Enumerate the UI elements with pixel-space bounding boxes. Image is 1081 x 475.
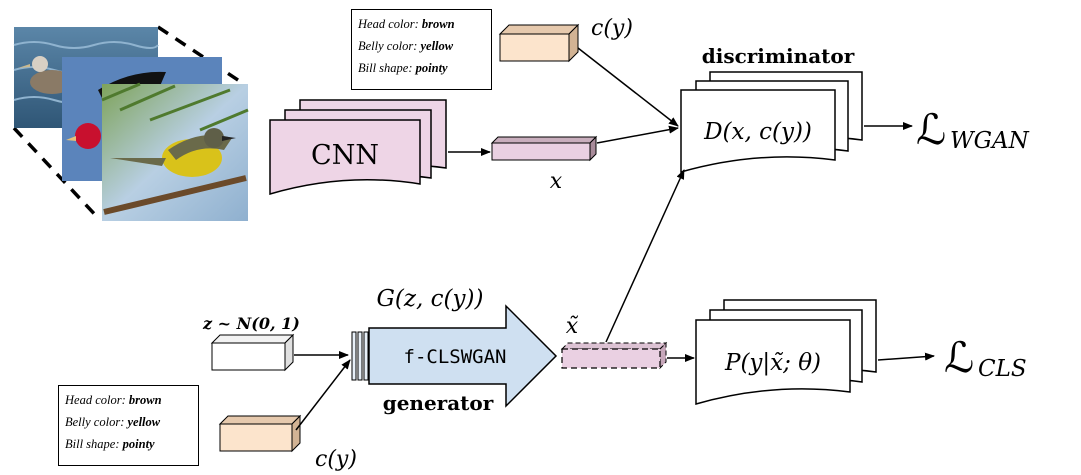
cls-loss: ℒ CLS: [944, 333, 1027, 382]
attribute-row: Head color: brown: [358, 17, 455, 31]
cy-top-label: c(y): [591, 16, 633, 41]
concat-bars: [351, 331, 369, 381]
discriminator-title: discriminator: [702, 44, 855, 68]
bird-photo-stack: [12, 25, 249, 222]
arrow-xtilde-to-discriminator: [605, 169, 685, 343]
stack-dashed-edge-top: [157, 25, 245, 86]
generated-feature-bar: [560, 341, 668, 370]
arrow-cy-to-generator: [295, 359, 351, 431]
x-tilde-label: x̃: [566, 314, 579, 339]
generator-block: f-CLSWGAN: [368, 304, 558, 408]
attribute-row: Head color: brown: [65, 393, 162, 407]
attribute-row: Belly color: yellow: [65, 415, 161, 429]
discriminator-block: D(x, c(y)): [680, 71, 863, 173]
wgan-loss-subscript: WGAN: [950, 128, 1030, 154]
cy-bottom-label: c(y): [315, 447, 357, 472]
generator-name: f-CLSWGAN: [404, 346, 507, 368]
attribute-row: Bill shape: pointy: [65, 437, 155, 451]
wgan-loss: ℒ WGAN: [916, 105, 1030, 154]
classifier-formula: P(y|x̃; θ): [724, 350, 821, 376]
arrow-cy-to-discriminator: [577, 47, 679, 127]
noise-box: [210, 333, 295, 372]
arrow-x-to-discriminator: [596, 125, 679, 144]
attribute-list-top: Head color: brown Belly color: yellow Bi…: [351, 9, 492, 90]
wgan-loss-symbol: ℒ: [916, 105, 946, 154]
noise-label: z ~ N(0, 1): [202, 314, 300, 333]
cnn-block: CNN: [269, 99, 447, 196]
yellow-breasted-chat-photo-icon: [101, 82, 249, 221]
attribute-embedding-top: [498, 23, 580, 63]
attribute-row: Belly color: yellow: [358, 39, 454, 53]
x-label: x: [550, 169, 563, 194]
cls-loss-symbol: ℒ: [944, 333, 974, 382]
cnn-label: CNN: [311, 140, 379, 171]
discriminator-formula: D(x, c(y)): [703, 119, 812, 145]
classifier-block: P(y|x̃; θ): [695, 299, 877, 405]
attribute-row: Bill shape: pointy: [358, 61, 448, 75]
attribute-list-bottom: Head color: brown Belly color: yellow Bi…: [58, 385, 199, 466]
attribute-embedding-bottom: [218, 414, 302, 453]
cls-loss-subscript: CLS: [978, 356, 1027, 382]
generator-title: generator: [383, 391, 494, 415]
generator-formula: G(z, c(y)): [377, 286, 484, 312]
arrow-classifier-to-cls-loss: [877, 352, 935, 361]
real-feature-bar: [490, 135, 598, 162]
